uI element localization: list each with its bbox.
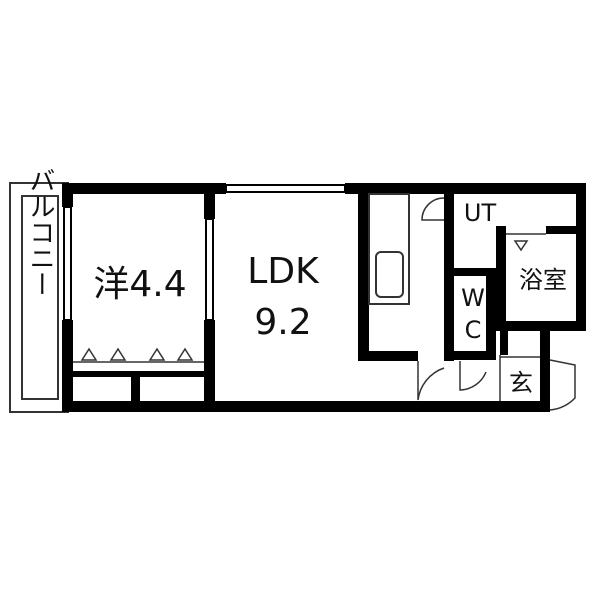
- wall-partition-top: [204, 183, 215, 219]
- balcony-inner-rail: [21, 195, 59, 400]
- wall-ut-bottom: [444, 268, 496, 276]
- kitchen: [368, 193, 410, 305]
- window-ldk-top: [225, 184, 346, 193]
- door-ldk-hall: [417, 361, 445, 401]
- closet-divider: [131, 371, 140, 412]
- utility-label: UT: [464, 199, 497, 227]
- wall-kitchen-left: [358, 183, 369, 361]
- door-wc: [459, 361, 487, 391]
- toilet-label-c: C: [465, 316, 482, 344]
- wall-left-top: [62, 183, 73, 207]
- wall-kitchen-bottom: [358, 351, 418, 361]
- window-partition: [205, 218, 214, 321]
- wall-top-left: [62, 183, 226, 194]
- balcony-label: バルコニー: [25, 167, 55, 297]
- closet-marker-2: [109, 347, 127, 361]
- walls: [62, 183, 586, 412]
- window-western-balcony: [63, 206, 72, 321]
- toilet-label-w: W: [461, 284, 485, 312]
- kitchen-sink: [375, 251, 404, 298]
- ldk-size-label: 9.2: [254, 302, 311, 343]
- wall-wc-bottom: [444, 351, 496, 360]
- wall-bottom: [62, 401, 550, 412]
- ldk-label: LDK: [247, 251, 320, 292]
- bathroom-label: 浴室: [519, 266, 567, 294]
- entrance-label: 玄: [509, 369, 533, 397]
- wall-entrance-left-stub: [500, 331, 508, 355]
- kitchen-counter: [368, 193, 410, 305]
- closet-1-shelf: [73, 371, 131, 377]
- door-entrance: [549, 359, 576, 411]
- wall-bath-right: [576, 183, 586, 331]
- wall-bath-top-right: [546, 226, 586, 234]
- closet-marker-3: [148, 347, 166, 361]
- doors: [417, 197, 576, 411]
- closet-markers: [73, 347, 204, 363]
- door-ut: [421, 197, 445, 221]
- wall-top-far-right: [540, 183, 586, 194]
- wall-wc-right: [486, 276, 496, 360]
- closet-marker-1: [80, 347, 98, 361]
- western-room-label: 洋4.4: [93, 264, 186, 305]
- wall-bath-bottom: [496, 321, 586, 331]
- wall-left-bottom: [62, 320, 73, 412]
- wall-partition-bottom: [204, 320, 215, 412]
- closet-marker-4: [176, 347, 194, 361]
- wall-entrance-right: [540, 331, 550, 412]
- bath-marker: [513, 240, 529, 252]
- closet-2-shelf: [140, 371, 204, 377]
- wall-bath-left: [496, 226, 506, 326]
- windows: [63, 184, 346, 321]
